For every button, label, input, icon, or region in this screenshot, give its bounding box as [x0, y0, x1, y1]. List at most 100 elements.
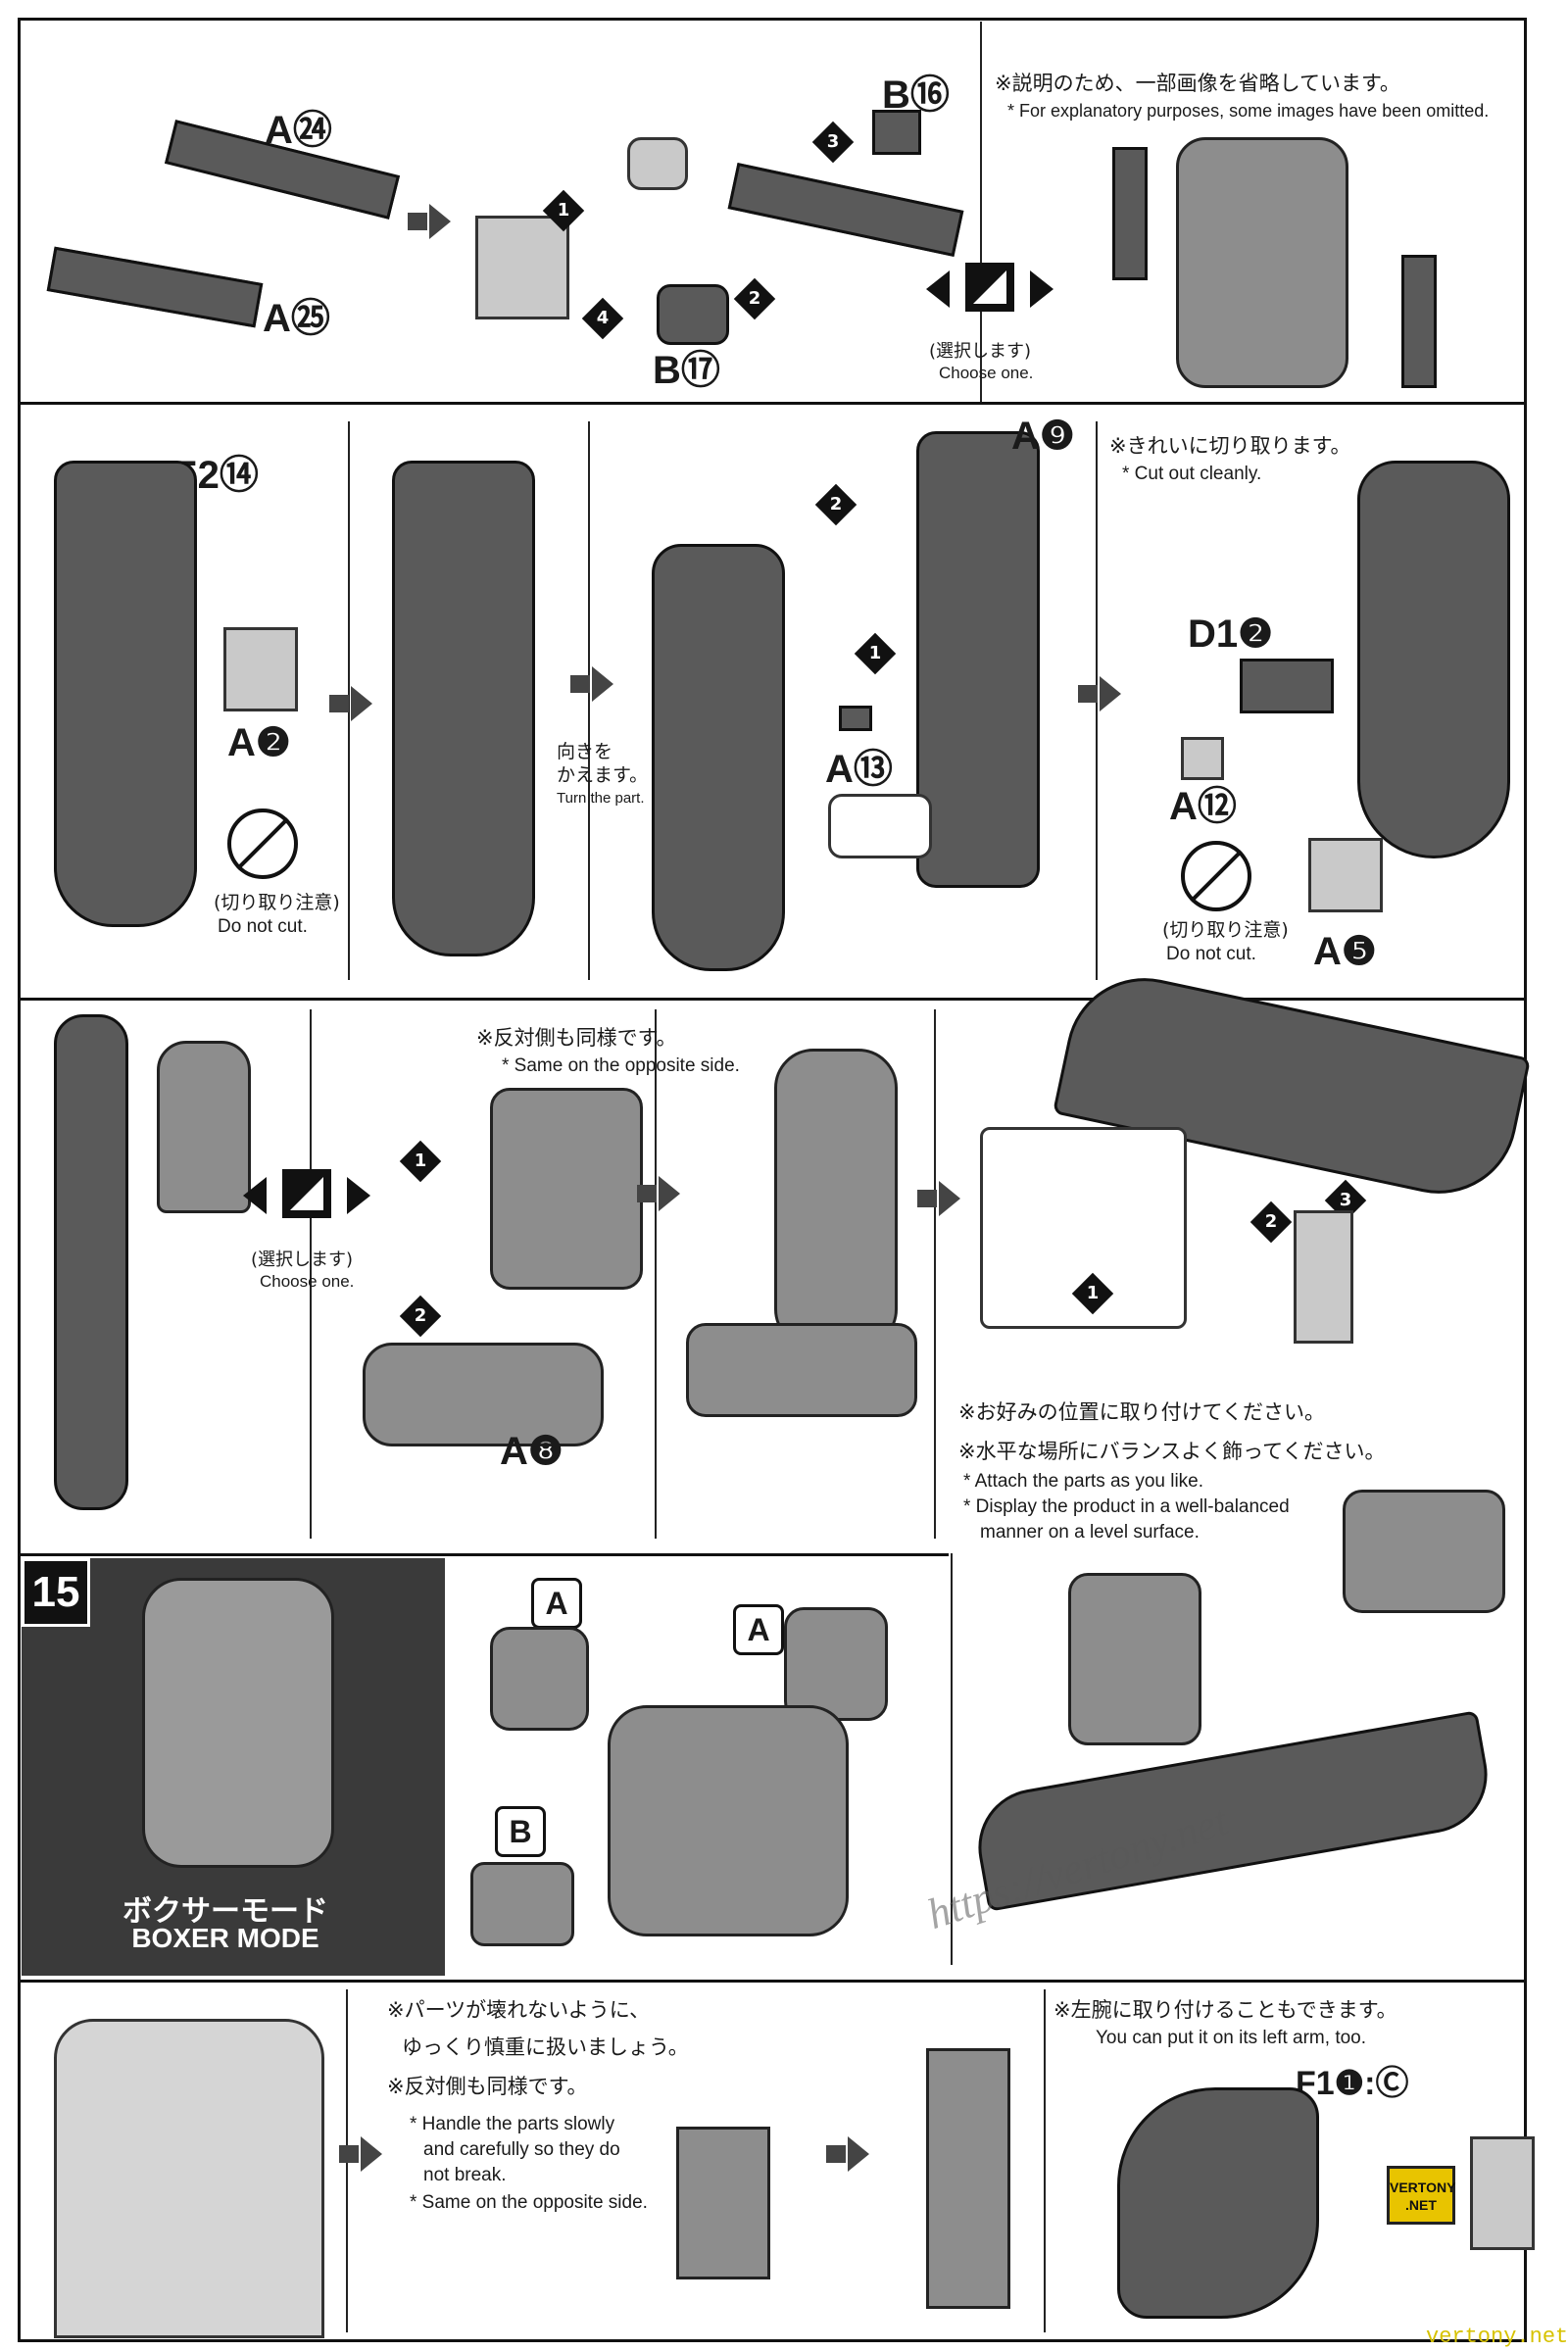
label-a2: A❷ — [227, 721, 291, 764]
step-2-marker: 2 — [733, 277, 776, 320]
arm-with-shield — [157, 1041, 251, 1213]
shield-side-view — [54, 1014, 128, 1510]
no-cut-2-jp: (切り取り注意) — [1162, 919, 1289, 941]
row2-sep-1 — [348, 421, 350, 980]
boxer-mode-en: BOXER MODE — [131, 1923, 319, 1953]
step-1-marker: 1 — [399, 1140, 442, 1183]
attach-jp: ※お好みの位置に取り付けてください。 — [958, 1400, 1325, 1424]
display-en-1: * Display the product in a well-balanced — [963, 1496, 1290, 1517]
step-number: 15 — [22, 1558, 90, 1627]
omitted-note-en: * For explanatory purposes, some images … — [1007, 101, 1490, 121]
forearm-part — [475, 216, 569, 319]
step-2-marker: 2 — [814, 483, 858, 526]
no-cut-2-en: Do not cut. — [1166, 944, 1256, 964]
step-2-marker: 2 — [399, 1295, 442, 1338]
no-cut-icon — [1181, 841, 1251, 911]
no-cut-en: Do not cut. — [218, 916, 308, 937]
stand-post — [1294, 1210, 1353, 1344]
part-a13-pin — [839, 706, 872, 731]
left-arm-jp: ※左腕に取り付けることもできます。 — [1054, 1998, 1397, 2022]
turn-part-jp-2: かえます。 — [557, 764, 649, 786]
label-a12: A⑫ — [1169, 785, 1237, 828]
label-a5: A❺ — [1313, 930, 1377, 973]
choose-one-jp: (選択します) — [251, 1250, 354, 1270]
robot-upper-body — [54, 2019, 324, 2338]
part-hand-removed — [627, 137, 688, 190]
robot-gun-left — [1112, 147, 1148, 280]
shield-assembled — [1357, 461, 1510, 858]
careful-en-1: * Handle the parts slowly — [410, 2114, 615, 2134]
row2-sep-2 — [588, 421, 590, 980]
arm-bracket-assembled — [926, 2048, 1010, 2309]
boxer-mode-figure — [142, 1578, 334, 1868]
choose-one-icon — [243, 1161, 370, 1230]
hand-attachment — [1470, 2136, 1535, 2250]
flow-arrow — [826, 2136, 869, 2172]
robot-center-figure — [608, 1705, 849, 1936]
row-divider-2 — [18, 998, 1527, 1001]
part-letter-a-left: A — [531, 1578, 582, 1629]
flow-arrow — [570, 666, 613, 702]
turn-part-en: Turn the part. — [557, 790, 645, 807]
label-b17: B⑰ — [653, 349, 720, 392]
shoulder-part-a-left — [490, 1627, 589, 1731]
label-a24: A㉔ — [265, 109, 332, 152]
part-a12 — [1181, 737, 1224, 780]
cut-cleanly-jp: ※きれいに切り取ります。 — [1109, 434, 1351, 458]
row-divider-3 — [18, 1553, 949, 1556]
arm-bracket-part — [676, 2127, 770, 2279]
step-1-marker: 1 — [1071, 1272, 1114, 1315]
attach-en: * Attach the parts as you like. — [963, 1471, 1204, 1492]
part-letter-b: B — [495, 1806, 546, 1857]
careful-jp-2: ゆっくり慎重に扱いましょう。 — [402, 2035, 689, 2059]
flow-arrow — [329, 686, 372, 721]
label-a8: A❽ — [500, 1430, 564, 1473]
same-side-jp: ※反対側も同様です。 — [387, 2075, 588, 2098]
row-divider-4 — [18, 1980, 1527, 1983]
part-d1-bracket — [1240, 659, 1334, 713]
step-4-marker: 4 — [581, 297, 624, 340]
step-1-marker: 1 — [854, 632, 897, 675]
shield-back-assembled — [392, 461, 535, 956]
step-2-marker: 2 — [1250, 1200, 1293, 1244]
part-a8-foot — [363, 1343, 604, 1446]
row3-sep-4 — [951, 1553, 953, 1965]
same-side-en: * Same on the opposite side. — [410, 2192, 648, 2213]
label-b16: B⑯ — [882, 74, 950, 117]
page-frame — [18, 18, 1527, 2342]
foot-assembled — [686, 1323, 917, 1417]
row3-sep-1 — [310, 1009, 312, 1539]
row1-separator-right — [980, 22, 982, 402]
choose-one-en: Choose one. — [939, 364, 1034, 382]
same-side-en: * Same on the opposite side. — [502, 1055, 740, 1076]
part-b16-hand — [872, 110, 921, 155]
choose-one-jp: (選択します) — [929, 341, 1032, 362]
part-a2-clip — [223, 627, 298, 711]
vertony-footer: vertony.net — [1426, 2325, 1568, 2349]
label-d1-2: D1❷ — [1188, 612, 1273, 656]
display-en-2: manner on a level surface. — [980, 1522, 1200, 1543]
flow-arrow — [637, 1176, 680, 1211]
step-3-marker: 3 — [811, 121, 855, 164]
omitted-note-jp: ※説明のため、一部画像を省略しています。 — [995, 72, 1400, 95]
no-cut-icon — [227, 808, 298, 879]
row3-sep-2 — [655, 1009, 657, 1539]
part-letter-a-right: A — [733, 1604, 784, 1655]
part-a5-clip — [1308, 838, 1383, 912]
careful-en-2: and carefully so they do — [423, 2139, 620, 2160]
left-arm-en: You can put it on its left arm, too. — [1096, 2028, 1367, 2048]
careful-en-3: not break. — [423, 2165, 507, 2185]
label-a13: A⑬ — [825, 748, 893, 791]
choose-one-en: Choose one. — [260, 1272, 355, 1291]
shield-front-part — [652, 544, 785, 971]
flow-arrow — [408, 204, 451, 239]
label-a9: A❾ — [1011, 415, 1075, 458]
turn-part-jp-1: 向きを — [557, 741, 613, 762]
part-b17-hand — [657, 284, 729, 345]
foot-on-platform — [1343, 1490, 1505, 1613]
row3-sep-3 — [934, 1009, 936, 1539]
shoulder-part-a-right — [784, 1607, 888, 1721]
flow-arrow — [339, 2136, 382, 2172]
step-1-marker: 1 — [542, 189, 585, 232]
boxer-mode-jp: ボクサーモード — [122, 1895, 328, 1928]
